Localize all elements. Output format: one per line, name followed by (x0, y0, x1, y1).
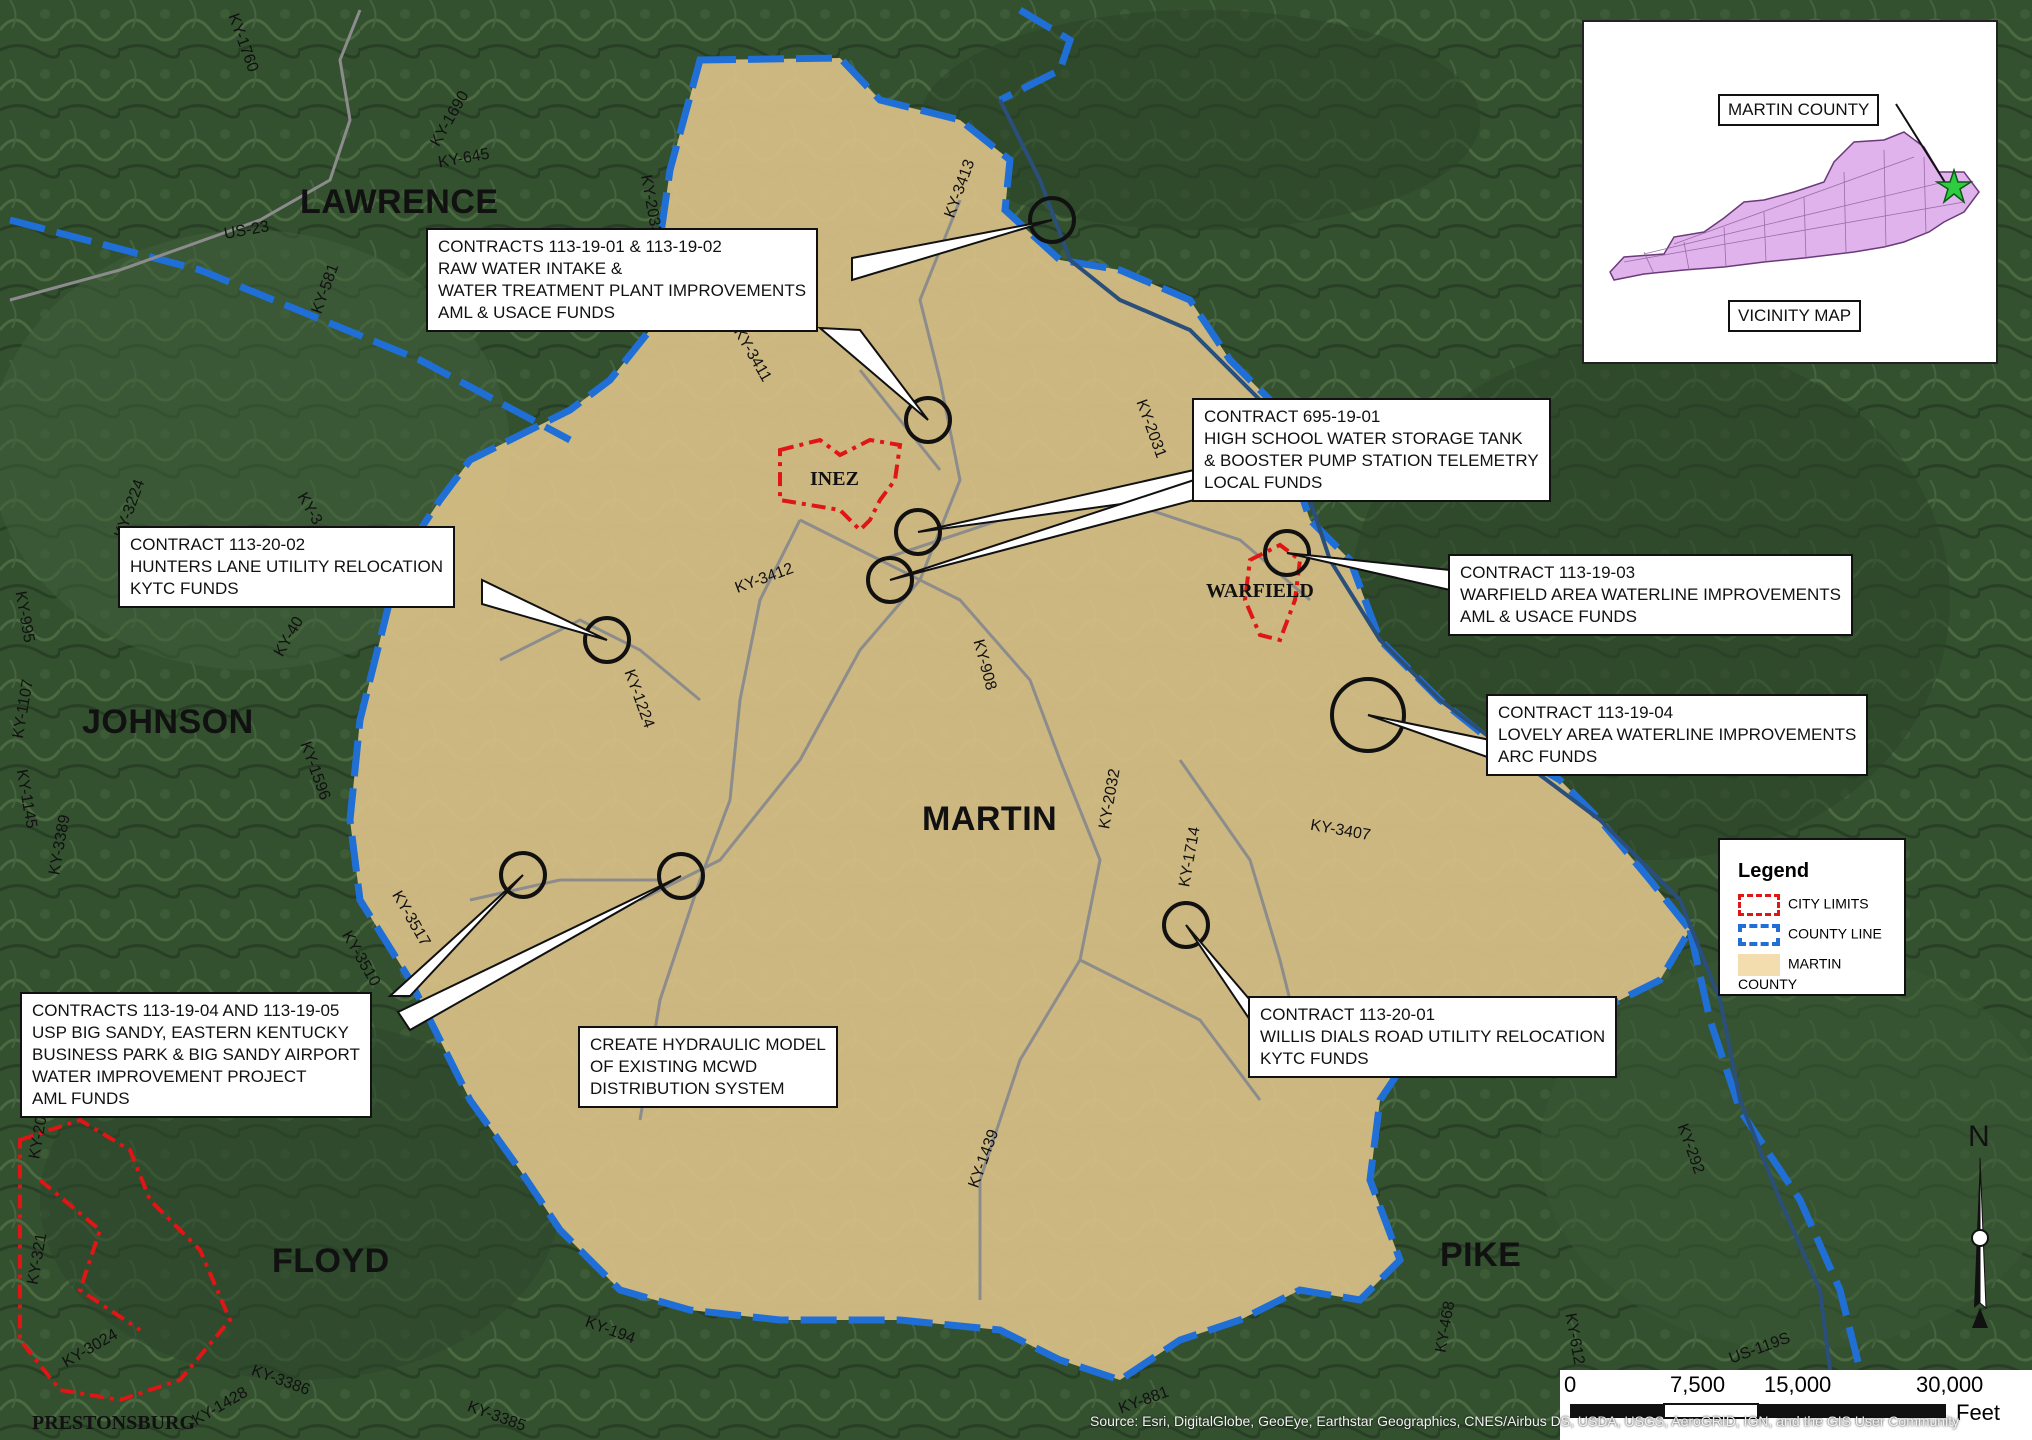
scale-tick-label: 30,000 (1916, 1372, 1984, 1397)
marker-wtp (904, 396, 952, 444)
callout-line: CONTRACT 113-19-03 (1460, 563, 1636, 582)
inset-county-label: MARTIN COUNTY (1718, 94, 1880, 126)
callout-line: & BOOSTER PUMP STATION TELEMETRY (1204, 451, 1539, 470)
scale-tick-label: 15,000 (1764, 1372, 1832, 1397)
callout-willis-dials[interactable]: CONTRACT 113-20-01 WILLIS DIALS ROAD UTI… (1248, 996, 1618, 1078)
callout-line: CONTRACT 113-20-01 (1260, 1005, 1436, 1024)
kentucky-outline (1609, 103, 1980, 281)
callout-line: WILLIS DIALS ROAD UTILITY RELOCATION (1260, 1027, 1606, 1046)
river (998, 99, 1832, 1371)
marker-warfield (1263, 529, 1311, 577)
imagery-credit: Source: Esri, DigitalGlobe, GeoEye, Eart… (1090, 1413, 1960, 1429)
warfield-city-limits (1242, 542, 1303, 643)
callout-line: CONTRACT 113-19-04 (1498, 703, 1674, 722)
city-label-warfield: WARFIELD (1206, 580, 1314, 602)
callout-line: CONTRACTS 113-19-04 AND 113-19-05 (32, 1001, 340, 1020)
marker-lovely (1330, 677, 1406, 753)
callout-line: AML FUNDS (32, 1089, 130, 1108)
callout-leaders (387, 219, 1491, 1032)
callout-line: CONTRACTS 113-19-01 & 113-19-02 (438, 237, 722, 256)
county-label-lawrence: LAWRENCE (300, 183, 499, 221)
callout-line: LOVELY AREA WATERLINE IMPROVEMENTS (1498, 725, 1857, 744)
callout-line: CONTRACT 113-20-02 (130, 535, 306, 554)
callout-line: ARC FUNDS (1498, 747, 1598, 766)
city-limits (18, 437, 1303, 1403)
callout-usp-big-sandy[interactable]: CONTRACTS 113-19-04 AND 113-19-05 USP BI… (20, 992, 372, 1118)
callout-line: HUNTERS LANE UTILITY RELOCATION (130, 557, 443, 576)
city-label-inez: INEZ (810, 468, 859, 490)
callout-line: WATER TREATMENT PLANT IMPROVEMENTS (438, 281, 807, 300)
legend-label: MARTIN COUNTY (1738, 955, 1842, 992)
callout-line: CONTRACT 695-19-01 (1204, 407, 1381, 426)
county-label-martin: MARTIN (922, 800, 1058, 838)
callout-line: WARFIELD AREA WATERLINE IMPROVEMENTS (1460, 585, 1841, 604)
callout-hydraulic-model[interactable]: CREATE HYDRAULIC MODEL OF EXISTING MCWD … (578, 1026, 838, 1108)
callout-line: BUSINESS PARK & BIG SANDY AIRPORT (32, 1045, 360, 1064)
north-arrow-icon (1971, 1158, 1989, 1328)
callout-warfield-waterline[interactable]: CONTRACT 113-19-03 WARFIELD AREA WATERLI… (1448, 554, 1853, 636)
city-limits-swatch (1738, 894, 1780, 916)
north-label: N (1968, 1120, 1990, 1153)
callout-line: WATER IMPROVEMENT PROJECT (32, 1067, 307, 1086)
county-lines (9, 6, 1864, 1384)
marker-usp-b (657, 852, 705, 900)
legend-item-martin-county: MARTIN COUNTY (1738, 954, 1904, 992)
callout-line: LOCAL FUNDS (1204, 473, 1323, 492)
scale-unit: Feet (1956, 1400, 2001, 1425)
callout-line: HIGH SCHOOL WATER STORAGE TANK (1204, 429, 1523, 448)
county-label-pike: PIKE (1440, 1236, 1522, 1274)
marker-hunters (583, 616, 631, 664)
vicinity-map-inset[interactable]: MARTIN COUNTY VICINITY MAP (1582, 20, 1998, 364)
callout-hunters-lane[interactable]: CONTRACT 113-20-02 HUNTERS LANE UTILITY … (118, 526, 455, 608)
callout-line: CREATE HYDRAULIC MODEL (590, 1035, 826, 1054)
scale-bar: 0 7,500 15,000 30,000 Feet (1560, 1370, 2032, 1440)
legend: Legend CITY LIMITS COUNTY LINE MARTIN CO… (1718, 838, 1906, 996)
legend-label: CITY LIMITS (1788, 895, 1869, 912)
callout-lovely-waterline[interactable]: CONTRACT 113-19-04 LOVELY AREA WATERLINE… (1486, 694, 1869, 776)
legend-item-city-limits: CITY LIMITS (1738, 894, 1869, 916)
county-label-floyd: FLOYD (272, 1242, 390, 1280)
legend-title: Legend (1738, 860, 1810, 882)
scale-bar-graphic (1570, 1403, 1946, 1419)
callout-line: AML & USACE FUNDS (1460, 607, 1637, 626)
scale-tick-label: 0 (1564, 1372, 1577, 1397)
marker-tank-b (866, 556, 914, 604)
callout-line: OF EXISTING MCWD (590, 1057, 758, 1076)
scale-tick-label: 7,500 (1670, 1372, 1726, 1397)
callout-line: DISTRIBUTION SYSTEM (590, 1079, 785, 1098)
county-line-swatch (1738, 924, 1780, 946)
legend-label: COUNTY LINE (1788, 925, 1882, 942)
county-label-johnson: JOHNSON (82, 703, 254, 741)
marker-tank-a (894, 508, 942, 556)
martin-county-swatch (1738, 954, 1780, 976)
city-label-prestonsburg: PRESTONSBURG (32, 1412, 196, 1434)
callout-line: USP BIG SANDY, EASTERN KENTUCKY (32, 1023, 349, 1042)
callout-line: RAW WATER INTAKE & (438, 259, 623, 278)
callout-raw-water-intake[interactable]: CONTRACTS 113-19-01 & 113-19-02 RAW WATE… (426, 228, 819, 332)
callout-line: AML & USACE FUNDS (438, 303, 615, 322)
callout-line: KYTC FUNDS (130, 579, 239, 598)
inez-city-limits (778, 437, 903, 533)
marker-intake (1028, 196, 1076, 244)
project-markers (499, 196, 1406, 949)
callout-water-storage-tank[interactable]: CONTRACT 695-19-01 HIGH SCHOOL WATER STO… (1192, 398, 1551, 502)
north-arrow: N (1950, 1120, 2010, 1340)
legend-item-county-line: COUNTY LINE (1738, 924, 1882, 946)
callout-line: KYTC FUNDS (1260, 1049, 1369, 1068)
prestonsburg-city-limits (18, 1117, 233, 1403)
inset-title: VICINITY MAP (1728, 300, 1862, 332)
marker-usp-a (499, 851, 547, 899)
marker-willis (1162, 901, 1210, 949)
